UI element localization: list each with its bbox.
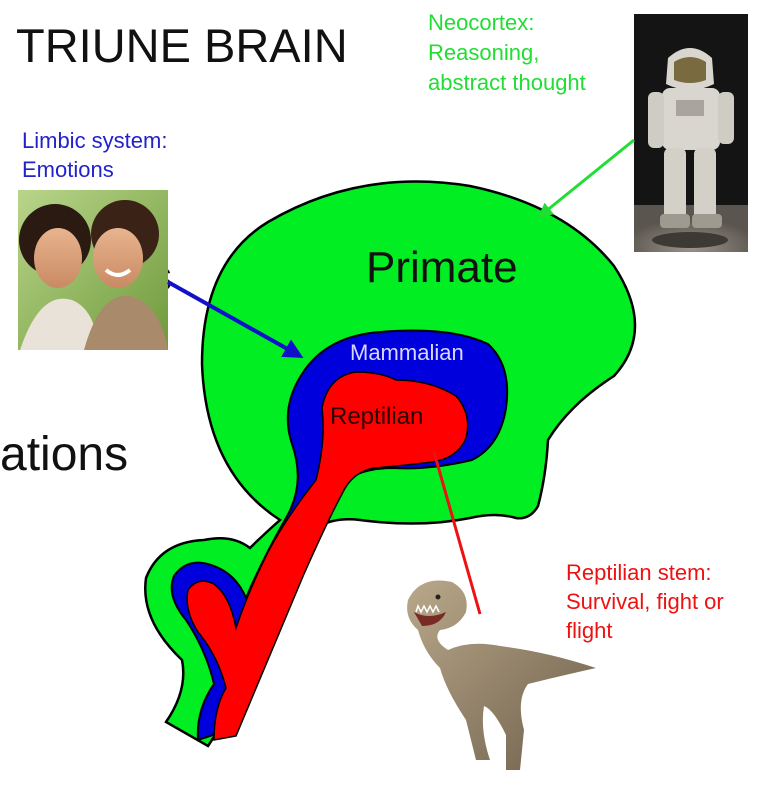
reptilian-label: Reptilian [330, 403, 423, 430]
reptilian-stem-label-line: Survival, fight or [566, 589, 724, 614]
mammalian-label: Mammalian [350, 340, 464, 365]
page-title: TRIUNE BRAIN [16, 19, 348, 72]
neocortex-label-line: Reasoning, [428, 40, 539, 65]
limbic-label-line: Emotions [22, 157, 114, 182]
limbic-callout: Limbic system: Emotions [22, 128, 174, 182]
neocortex-label-line: Neocortex: [428, 10, 534, 35]
svg-text:Limbic system: Emotions: Limbic system: Emotions [22, 128, 174, 182]
reptilian-stem-label-line: flight [566, 618, 612, 643]
neocortex-label-line: abstract thought [428, 70, 586, 95]
svg-text:Neocortex: Reasoning,: Neocortex: Reasoning, abstract thought [428, 10, 586, 95]
couple-photo [18, 190, 168, 350]
neocortex-arrow [540, 140, 634, 216]
primate-label: Primate [366, 243, 518, 292]
reptilian-stem-callout: Reptilian stem: Survival, fight or fligh… [566, 560, 730, 643]
limbic-label-line: Limbic system: [22, 128, 167, 153]
svg-text:Reptilian stem: Survival: Reptilian stem: Survival, fight or fligh… [566, 560, 730, 643]
bleed-text-fragment: ations [0, 428, 128, 481]
neocortex-callout: Neocortex: Reasoning, abstract thought [428, 10, 586, 95]
reptilian-stem-label-line: Reptilian stem: [566, 560, 712, 585]
astronaut-photo [634, 14, 748, 252]
